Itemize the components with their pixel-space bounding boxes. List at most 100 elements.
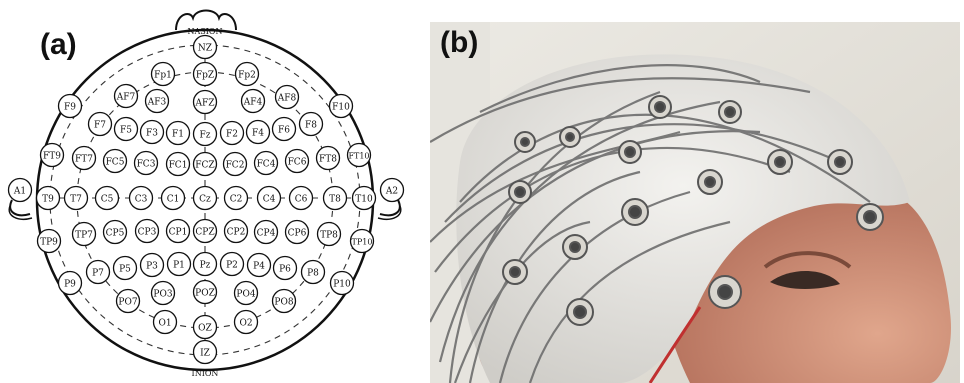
electrode-o2: O2 bbox=[235, 311, 258, 334]
electrode-tp7: TP7 bbox=[73, 223, 96, 246]
electrode-label: Fp1 bbox=[154, 71, 172, 81]
electrode-label: C5 bbox=[101, 195, 114, 205]
electrode-label: FT9 bbox=[43, 152, 61, 162]
electrode-cp1: CP1 bbox=[167, 220, 190, 243]
electrode-t10: T10 bbox=[353, 187, 376, 210]
electrode-ft7: FT7 bbox=[73, 147, 96, 170]
electrode-f4: F4 bbox=[247, 121, 270, 144]
electrode-af3: AF3 bbox=[146, 90, 169, 113]
electrode-label: C4 bbox=[263, 195, 276, 205]
panel-label-a: (a) bbox=[40, 28, 77, 62]
electrode-label: C3 bbox=[135, 195, 148, 205]
electrode-f1: F1 bbox=[167, 122, 190, 145]
electrode-p5: P5 bbox=[114, 257, 137, 280]
electrode-p9: P9 bbox=[59, 272, 82, 295]
electrode-p1: P1 bbox=[168, 253, 191, 276]
electrode-label: IZ bbox=[200, 349, 210, 359]
electrode-label: TP9 bbox=[40, 238, 58, 248]
electrode-label: F4 bbox=[252, 129, 264, 139]
electrode-c2: C2 bbox=[225, 187, 248, 210]
electrode-label: FT7 bbox=[75, 155, 93, 165]
electrode-label: POZ bbox=[195, 289, 215, 299]
electrode-po4: PO4 bbox=[235, 282, 258, 305]
electrode-c6: C6 bbox=[290, 187, 313, 210]
electrode-label: Fp2 bbox=[238, 71, 256, 81]
electrode-ft8: FT8 bbox=[317, 147, 340, 170]
electrode-label: F6 bbox=[278, 126, 290, 136]
electrode-c5: C5 bbox=[96, 187, 119, 210]
electrode-fc4: FC4 bbox=[255, 152, 278, 175]
electrode-label: PO8 bbox=[274, 298, 293, 308]
electrode-label: FpZ bbox=[196, 71, 214, 81]
electrode-label: FC4 bbox=[257, 160, 276, 170]
electrode-c4: C4 bbox=[258, 187, 281, 210]
electrode-p10: P10 bbox=[331, 272, 354, 295]
electrode-fc2: FC2 bbox=[224, 153, 247, 176]
electrode-label: CP2 bbox=[227, 228, 246, 238]
electrode-label: C2 bbox=[230, 195, 243, 205]
electrode-label: NZ bbox=[198, 44, 212, 54]
electrode-p7: P7 bbox=[87, 261, 110, 284]
electrode-label: CP5 bbox=[106, 229, 125, 239]
electrode-fcz: FCZ bbox=[194, 153, 217, 176]
electrode-tp10: TP10 bbox=[351, 230, 374, 253]
electrode-label: A2 bbox=[385, 187, 398, 197]
electrode-o1: O1 bbox=[154, 311, 177, 334]
electrode-label: OZ bbox=[198, 324, 212, 334]
electrode-pz: Pz bbox=[194, 253, 217, 276]
electrode-label: P9 bbox=[64, 280, 76, 290]
electrode-label: AF7 bbox=[116, 93, 136, 103]
electrode-label: TP8 bbox=[320, 231, 338, 241]
electrode-label: FT10 bbox=[348, 152, 369, 161]
electrode-f2: F2 bbox=[221, 122, 244, 145]
electrode-t8: T8 bbox=[324, 187, 347, 210]
electrode-cp5: CP5 bbox=[104, 221, 127, 244]
electrode-label: T10 bbox=[355, 195, 373, 205]
electrode-label: P8 bbox=[307, 269, 319, 279]
electrode-p2: P2 bbox=[221, 253, 244, 276]
electrode-nz: NZ bbox=[194, 36, 217, 59]
electrode-label: AFZ bbox=[195, 99, 215, 109]
electrode-po8: PO8 bbox=[273, 290, 296, 313]
electrode-label: CP3 bbox=[138, 228, 157, 238]
electrode-ft10: FT10 bbox=[348, 144, 371, 167]
electrode-cz: Cz bbox=[194, 187, 217, 210]
electrode-label: FCZ bbox=[195, 161, 214, 171]
electrode-f3: F3 bbox=[141, 121, 164, 144]
electrode-label: AF3 bbox=[147, 98, 167, 108]
electrode-t7: T7 bbox=[65, 187, 88, 210]
electrode-f10: F10 bbox=[330, 95, 353, 118]
electrode-label: TP7 bbox=[75, 231, 93, 241]
electrode-label: P6 bbox=[279, 265, 291, 275]
electrode-c1: C1 bbox=[162, 187, 185, 210]
electrode-afz: AFZ bbox=[194, 91, 217, 114]
electrode-po7: PO7 bbox=[117, 290, 140, 313]
electrode-label: FC6 bbox=[288, 158, 307, 168]
electrode-p6: P6 bbox=[274, 257, 297, 280]
electrode-f8: F8 bbox=[300, 113, 323, 136]
electrode-label: F1 bbox=[172, 130, 184, 140]
electrode-fc3: FC3 bbox=[135, 152, 158, 175]
electrode-label: AF8 bbox=[277, 94, 297, 104]
electrode-label: FC5 bbox=[106, 158, 125, 168]
electrode-label: P7 bbox=[92, 269, 104, 279]
electrode-fp2: Fp2 bbox=[236, 63, 259, 86]
electrode-oz: OZ bbox=[194, 316, 217, 339]
electrode-label: F2 bbox=[226, 130, 238, 140]
electrode-a2: A2 bbox=[381, 179, 404, 202]
electrode-poz: POZ bbox=[194, 281, 217, 304]
electrode-label: Pz bbox=[200, 261, 211, 271]
electrode-fc6: FC6 bbox=[286, 150, 309, 173]
electrode-label: CP1 bbox=[169, 228, 188, 238]
electrode-a1: A1 bbox=[9, 179, 32, 202]
electrode-label: O1 bbox=[158, 319, 171, 329]
inion-label: INION bbox=[192, 369, 219, 378]
electrode-fc1: FC1 bbox=[167, 153, 190, 176]
electrode-label: F5 bbox=[120, 126, 132, 136]
electrode-p4: P4 bbox=[248, 254, 271, 277]
electrode-tp9: TP9 bbox=[38, 230, 61, 253]
electrode-cp3: CP3 bbox=[136, 220, 159, 243]
electrode-fp1: Fp1 bbox=[152, 63, 175, 86]
electrode-p3: P3 bbox=[141, 254, 164, 277]
